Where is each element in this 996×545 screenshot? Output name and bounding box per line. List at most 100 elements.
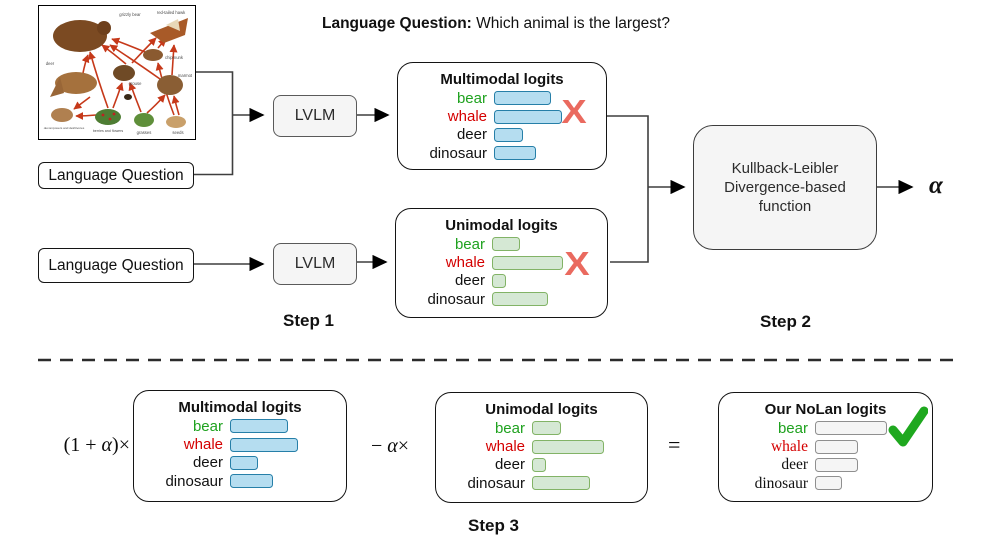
kl-line-1: Kullback-Leibler	[731, 160, 839, 177]
logit-label-whale: whale	[485, 438, 525, 456]
logit-row: whale	[396, 253, 607, 271]
alpha-output: α	[929, 172, 943, 199]
logit-label-dinosaur: dinosaur	[467, 474, 525, 492]
cross-icon: X	[564, 245, 590, 282]
food-web-creatures	[50, 18, 188, 128]
logit-bar-whale	[494, 109, 562, 124]
logit-label-dinosaur: dinosaur	[754, 474, 808, 492]
logit-row: bear	[436, 419, 647, 437]
step-3-label: Step 3	[468, 516, 520, 535]
box-title: Multimodal logits	[440, 71, 564, 88]
logit-bar-dinosaur	[494, 146, 536, 161]
logit-bar-dinosaur	[532, 476, 590, 491]
multimodal-logits-box-top: Multimodal logits bear whale deer dinosa…	[397, 62, 607, 170]
label-berries: berries and flowers	[93, 129, 124, 133]
grouse-shape	[113, 65, 135, 81]
logit-row: bear	[719, 419, 932, 437]
minus-alpha-times: − α×	[371, 435, 410, 457]
logit-bar-bear	[494, 91, 551, 106]
logit-bar-dinosaur	[815, 476, 842, 491]
decomposers-shape	[51, 108, 73, 122]
step-2-label: Step 2	[760, 312, 812, 331]
box-title: Unimodal logits	[485, 401, 598, 418]
caption-label: Language Question:	[322, 15, 472, 32]
caption-text: Which animal is the largest?	[471, 15, 670, 32]
kl-line-2: Divergence-based	[724, 179, 846, 196]
box-title: Multimodal logits	[178, 399, 302, 416]
logit-label-dinosaur: dinosaur	[429, 144, 487, 162]
logit-row: dinosaur	[398, 144, 606, 162]
lvlm-box-1: LVLM	[273, 95, 357, 137]
label-grouse: grouse	[129, 81, 142, 86]
step-1-label: Step 1	[283, 311, 335, 330]
label-chipmunk: chipmunk	[165, 55, 184, 60]
language-question-box-2: Language Question	[38, 248, 194, 283]
multimodal-logits-box-bottom: Multimodal logits bear whale deer dinosa…	[133, 390, 347, 502]
logit-label-deer: deer	[192, 454, 223, 472]
label-grasses: grasses	[137, 130, 152, 135]
logit-bar-deer	[492, 273, 506, 288]
logit-row: deer	[436, 456, 647, 474]
food-web-image: grizzly bear red-tailed hawk deer chipmu…	[38, 5, 196, 140]
logit-bar-dinosaur	[230, 474, 273, 489]
seeds-shape	[166, 116, 186, 128]
deer-shape	[55, 72, 97, 94]
kl-line-3: function	[758, 198, 812, 215]
logit-label-whale: whale	[447, 108, 487, 126]
grasses-shape	[134, 113, 154, 127]
logit-label-deer: deer	[454, 272, 485, 290]
coefficient-one-plus-alpha: (1 + α)×	[63, 434, 130, 456]
logit-bar-whale	[532, 439, 604, 454]
label-red-tailed-hawk: red-tailed hawk	[157, 10, 186, 15]
box-title: Our NoLan logits	[764, 401, 887, 418]
logit-label-bear: bear	[454, 235, 485, 253]
marmot-shape	[157, 75, 183, 95]
check-icon	[888, 406, 928, 447]
unimodal-logits-box-top: Unimodal logits bear whale deer dinosaur	[395, 208, 608, 318]
logit-row: deer	[396, 272, 607, 290]
alpha-symbol: α	[387, 435, 398, 457]
logit-row: dinosaur	[719, 474, 932, 492]
logit-bar-whale	[230, 437, 298, 452]
logit-row: deer	[134, 454, 346, 472]
label-seeds: seeds	[172, 130, 183, 135]
logit-bar-deer	[230, 455, 258, 470]
logit-label-bear: bear	[456, 89, 487, 107]
logit-label-deer: deer	[494, 456, 525, 474]
logit-label-bear: bear	[777, 419, 808, 437]
logit-row: bear	[398, 89, 606, 107]
logit-bar-whale	[815, 439, 858, 454]
logit-bar-dinosaur	[492, 292, 548, 307]
chipmunk-shape	[143, 49, 163, 61]
logit-row: whale	[436, 437, 647, 455]
logit-row: dinosaur	[134, 472, 346, 490]
logit-row: dinosaur	[396, 290, 607, 308]
food-web-labels: grizzly bear red-tailed hawk deer chipmu…	[44, 10, 193, 135]
logit-label-whale: whale	[770, 438, 808, 456]
logit-bar-deer	[815, 457, 858, 472]
logit-bar-deer	[532, 457, 546, 472]
logit-label-bear: bear	[494, 419, 525, 437]
logit-label-dinosaur: dinosaur	[427, 290, 485, 308]
cross-icon: X	[561, 93, 587, 130]
logit-label-deer: deer	[781, 456, 808, 474]
bear-shape	[53, 20, 107, 52]
logit-row: bear	[134, 417, 346, 435]
logit-label-deer: deer	[456, 126, 487, 144]
berries-shape	[95, 109, 121, 125]
logit-bar-bear	[532, 421, 561, 436]
logit-label-bear: bear	[192, 417, 223, 435]
alpha-symbol: α	[101, 434, 113, 456]
logit-bar-whale	[492, 255, 563, 270]
food-web-arrows	[73, 37, 180, 120]
equals-sign: =	[668, 432, 681, 457]
logit-row: whale	[398, 107, 606, 125]
figure-caption: Language Question: Which animal is the l…	[322, 15, 670, 33]
logit-label-whale: whale	[183, 436, 223, 454]
logit-row: whale	[719, 437, 932, 455]
logit-row: bear	[396, 235, 607, 253]
label-decomposers: decomposers and detritivores	[44, 126, 85, 130]
logit-row: dinosaur	[436, 474, 647, 492]
logit-bar-bear	[230, 419, 288, 434]
